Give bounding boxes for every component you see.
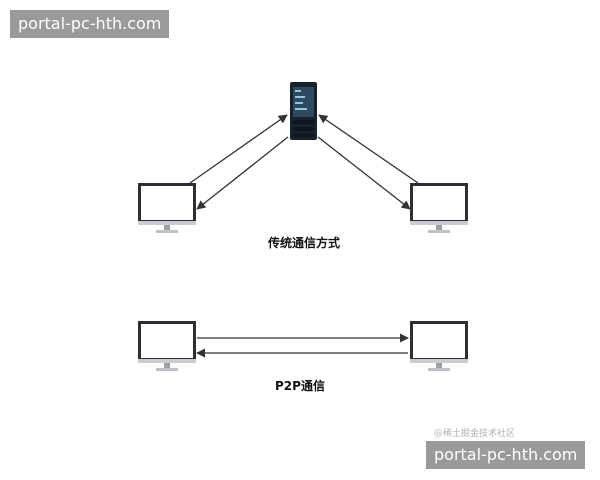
arrow-server-to-left-pc	[196, 136, 289, 210]
caption-p2p: P2P通信	[275, 379, 325, 393]
watermark-top: portal-pc-hth.com	[10, 10, 170, 38]
monitor-icon-left-top	[138, 183, 196, 233]
watermark-bottom: portal-pc-hth.com	[426, 441, 586, 469]
caption-traditional: 传统通信方式	[268, 236, 341, 250]
arrow-right-pc-to-server	[318, 114, 419, 184]
arrow-left-pc-to-server	[189, 114, 288, 184]
arrow-server-to-right-pc	[317, 136, 411, 210]
monitor-icon-left-bottom	[138, 321, 196, 371]
server-icon	[290, 82, 317, 140]
monitor-icon-right-bottom	[410, 321, 468, 371]
credit-watermark: @稀土掘金技术社区	[434, 429, 516, 439]
monitor-icon-right-top	[410, 183, 468, 233]
